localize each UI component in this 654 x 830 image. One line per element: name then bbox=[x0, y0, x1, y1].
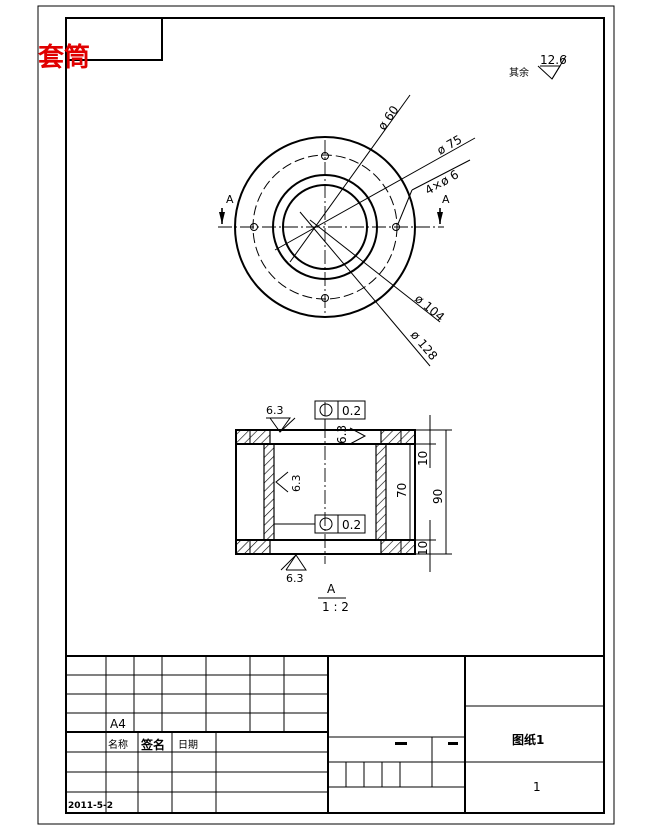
dim-10-top: 10 bbox=[416, 451, 430, 466]
tolerance-mid-value: 0.2 bbox=[342, 518, 361, 532]
roughness-note: 其余 12.6 bbox=[509, 53, 567, 80]
section-label: A bbox=[327, 582, 336, 596]
section-mark-right: A bbox=[442, 193, 450, 206]
dim-90: 90 bbox=[431, 489, 445, 504]
roughness-right: 6.3 bbox=[335, 425, 349, 444]
sheet-number: 1 bbox=[533, 780, 541, 794]
part-name-title: 套筒 bbox=[38, 42, 90, 73]
roughness-note-label: 其余 bbox=[509, 66, 529, 79]
dim-d75: ø 75 bbox=[435, 132, 465, 157]
dim-70: 70 bbox=[395, 483, 409, 498]
section-view: 0.2 0.2 6.3 6.3 6.3 6.3 10 70 90 10 A bbox=[235, 400, 452, 614]
roughness-top: 6.3 bbox=[266, 404, 284, 417]
section-scale: 1 : 2 bbox=[322, 600, 349, 614]
drawing-title: 图纸1 bbox=[512, 732, 544, 747]
paper-size: A4 bbox=[110, 717, 126, 731]
col-date: 日期 bbox=[178, 739, 198, 751]
corner-label-box bbox=[66, 18, 163, 61]
tolerance-top-value: 0.2 bbox=[342, 404, 361, 418]
title-block: A4 名称 签名 日期 2011-5-2 图纸1 1 bbox=[65, 655, 605, 814]
roughness-note-value: 12.6 bbox=[540, 53, 567, 67]
roughness-inner: 6.3 bbox=[290, 475, 303, 493]
dim-d104: ø 104 bbox=[412, 292, 447, 325]
dim-d60: ø 60 bbox=[375, 103, 402, 133]
col-name: 名称 bbox=[108, 738, 128, 751]
col-sign: 签名 bbox=[140, 737, 165, 752]
plan-view: ø 60 ø 75 4×ø 6 ø 104 ø 128 A A bbox=[218, 94, 476, 367]
dim-10-bottom: 10 bbox=[416, 541, 430, 556]
date-value: 2011-5-2 bbox=[68, 801, 113, 811]
outer-border bbox=[37, 5, 615, 825]
section-mark-left: A bbox=[226, 193, 234, 206]
roughness-bottom: 6.3 bbox=[286, 572, 304, 585]
